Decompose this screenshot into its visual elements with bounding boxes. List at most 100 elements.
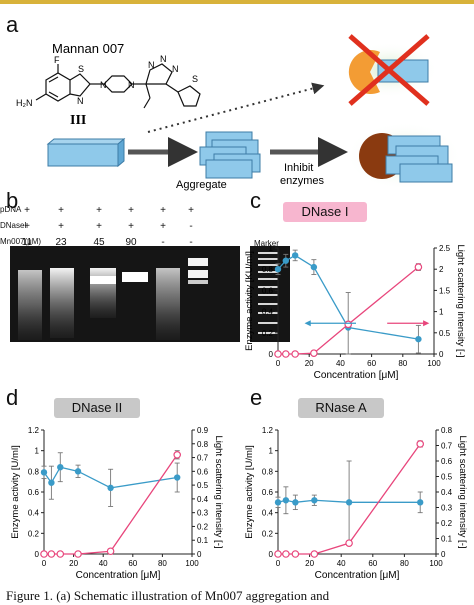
chart-title-rnasea: RNase A bbox=[298, 398, 384, 418]
data-point-activity bbox=[40, 469, 48, 476]
y-tick-label: 0.6 bbox=[262, 286, 274, 295]
x-tick-label: 40 bbox=[336, 359, 345, 368]
panel-label-a: a bbox=[6, 12, 19, 37]
arrow-left-head bbox=[304, 320, 311, 327]
y-tick-label: 0.4 bbox=[262, 509, 274, 518]
gel-lane-5-conc: - bbox=[161, 237, 165, 248]
y2-tick-label: 0.4 bbox=[197, 495, 209, 504]
data-point-activity bbox=[415, 335, 422, 343]
gel-lane-5-pdna: + bbox=[160, 205, 166, 216]
x-tick-label: 0 bbox=[42, 559, 47, 568]
atom-sulfur-thiophene: S bbox=[192, 74, 198, 84]
y2-tick-label: 0.8 bbox=[197, 440, 209, 449]
y-tick-label: 0.2 bbox=[262, 329, 274, 338]
chart-title-dnase1: DNase I bbox=[283, 202, 367, 222]
y-tick-label: 0.6 bbox=[28, 488, 40, 497]
y2-tick-label: 2 bbox=[439, 265, 444, 274]
data-point-activity bbox=[274, 266, 282, 273]
y2-axis-label: Light scattering intensity [-] bbox=[213, 436, 224, 549]
y2-tick-label: 0.7 bbox=[197, 454, 209, 463]
y2-tick-label: 0.3 bbox=[441, 504, 453, 513]
data-point-activity bbox=[107, 484, 114, 492]
y2-tick-label: 0.7 bbox=[441, 442, 453, 451]
y-tick-label: 0.8 bbox=[262, 265, 274, 274]
monomer-block bbox=[46, 137, 126, 168]
compound-name: Mannan 007 bbox=[52, 41, 124, 56]
gel-lane-1-conc: 11 bbox=[21, 237, 33, 248]
gel-row-label-conc: Mn007(μM) bbox=[0, 237, 42, 246]
data-point-activity bbox=[345, 499, 353, 506]
data-point-scattering bbox=[291, 350, 299, 358]
data-point-activity bbox=[310, 263, 318, 271]
x-tick-label: 100 bbox=[429, 559, 443, 568]
data-point-scattering bbox=[274, 550, 282, 558]
y2-tick-label: 0.1 bbox=[197, 536, 209, 545]
gel-lane-6-dnase: - bbox=[189, 221, 193, 232]
y-axis-label: Enzyme activity [U/ml] bbox=[10, 445, 21, 538]
y-tick-label: 1.2 bbox=[28, 426, 40, 435]
data-point-activity bbox=[174, 474, 181, 481]
y-tick-label: 0.4 bbox=[262, 308, 274, 317]
gel-row-label-pdna: pDNA bbox=[0, 205, 22, 214]
atom-nitrogen-piperazine-1: N bbox=[100, 80, 107, 90]
y2-tick-label: 0.8 bbox=[441, 426, 453, 435]
gel-lane-3-pdna: + bbox=[96, 205, 102, 216]
data-point-activity bbox=[282, 257, 289, 264]
panel-label-b: b bbox=[6, 188, 19, 213]
data-point-scattering bbox=[345, 539, 353, 547]
data-point-scattering bbox=[282, 550, 290, 558]
data-point-scattering bbox=[56, 550, 65, 558]
y2-tick-label: 0.2 bbox=[441, 519, 453, 528]
inhibit-label-line2: enzymes bbox=[280, 175, 325, 187]
gel-lane-3-conc: 45 bbox=[93, 237, 105, 248]
gel-lane-6-conc: - bbox=[189, 237, 193, 248]
gel-lane-5-dnase: + bbox=[160, 221, 166, 232]
panel-label-e: e bbox=[250, 385, 263, 410]
gel-row-label-dnase: DNaseI bbox=[0, 221, 27, 230]
y2-tick-label: 0.3 bbox=[197, 509, 209, 518]
atom-amine: H₂N bbox=[16, 98, 33, 108]
aggregate-stack bbox=[199, 131, 261, 179]
x-axis-label: Concentration [μM] bbox=[76, 570, 161, 581]
y2-tick-label: 0.1 bbox=[441, 535, 453, 544]
gel-lane-1-dnase: + bbox=[24, 221, 30, 232]
y-tick-label: 0 bbox=[269, 550, 274, 559]
y2-tick-label: 0.4 bbox=[441, 488, 453, 497]
data-point-activity bbox=[282, 497, 290, 504]
gel-lane-6-pdna: + bbox=[188, 205, 194, 216]
y-tick-label: 1.2 bbox=[262, 426, 274, 435]
x-tick-label: 20 bbox=[305, 559, 314, 568]
chart-title-dnase2: DNase II bbox=[54, 398, 140, 418]
data-point-scattering bbox=[281, 350, 290, 358]
atom-nitrogen-tetrazole-2: N bbox=[160, 54, 167, 64]
data-point-scattering bbox=[414, 263, 423, 271]
gel-lane-1-pdna: + bbox=[24, 205, 30, 216]
x-tick-label: 40 bbox=[99, 559, 108, 568]
y2-tick-label: 0.5 bbox=[439, 329, 451, 338]
gel-lane-2-dnase: + bbox=[58, 221, 64, 232]
data-point-scattering bbox=[274, 350, 282, 358]
y2-tick-label: 0.5 bbox=[197, 481, 209, 490]
y-tick-label: 1 bbox=[269, 447, 274, 456]
dotted-arrow bbox=[147, 82, 325, 133]
y-tick-label: 0.2 bbox=[262, 529, 274, 538]
molecule-structure bbox=[35, 63, 201, 109]
y2-axis-label: Light scattering intensity [-] bbox=[455, 245, 466, 358]
atom-sulfur-thiazole: S bbox=[78, 64, 84, 74]
data-point-scattering bbox=[40, 550, 48, 558]
x-tick-label: 60 bbox=[367, 359, 376, 368]
x-tick-label: 60 bbox=[368, 559, 377, 568]
y2-tick-label: 0 bbox=[441, 550, 446, 559]
data-point-activity bbox=[74, 468, 82, 475]
panel-label-c: c bbox=[250, 188, 261, 213]
y2-tick-label: 0.6 bbox=[441, 457, 453, 466]
x-tick-label: 100 bbox=[427, 359, 441, 368]
arrow-right-head bbox=[423, 320, 430, 327]
top-accent-bar bbox=[0, 0, 474, 4]
x-tick-label: 0 bbox=[276, 559, 281, 568]
x-tick-label: 100 bbox=[185, 559, 199, 568]
x-axis-label: Concentration [μM] bbox=[315, 570, 400, 581]
y2-tick-label: 0 bbox=[197, 550, 202, 559]
gel-image bbox=[10, 246, 240, 342]
